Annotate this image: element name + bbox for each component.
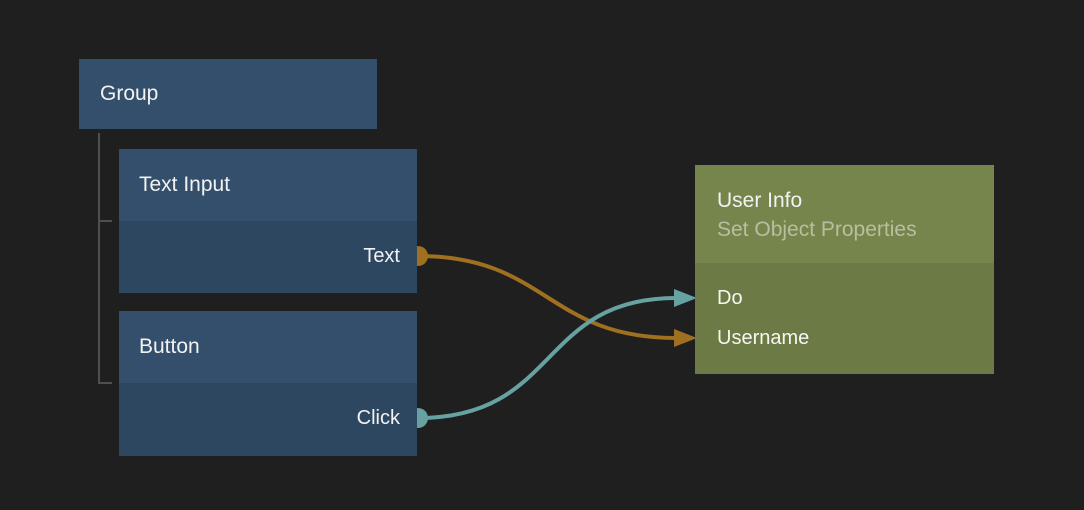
port-label-click: Click [356, 407, 400, 429]
node-button-title: Button [139, 335, 200, 358]
port-label-text: Text [363, 245, 400, 267]
wire-text-to-username[interactable] [417, 254, 677, 340]
node-text-input-title: Text Input [139, 173, 231, 196]
port-label-username: Username [717, 327, 810, 349]
node-button[interactable]: Button Click [119, 311, 417, 456]
node-user-info-subtitle: Set Object Properties [717, 218, 917, 241]
node-button-header[interactable]: Button [119, 311, 417, 383]
group-tree-line [98, 133, 112, 384]
node-user-info-header[interactable]: User Info Set Object Properties [695, 165, 994, 263]
arrowhead-username-input[interactable] [674, 329, 697, 347]
port-label-do: Do [717, 287, 743, 309]
node-text-input-header[interactable]: Text Input [119, 149, 417, 221]
node-group-title: Group [100, 82, 159, 105]
node-group[interactable]: Group [79, 59, 377, 129]
node-text-input[interactable]: Text Input Text [119, 149, 417, 293]
node-user-info[interactable]: User Info Set Object Properties Do Usern… [695, 165, 994, 374]
arrowhead-do-input[interactable] [674, 289, 697, 307]
wire-click-to-do[interactable] [417, 296, 677, 420]
node-user-info-title: User Info [717, 189, 803, 212]
